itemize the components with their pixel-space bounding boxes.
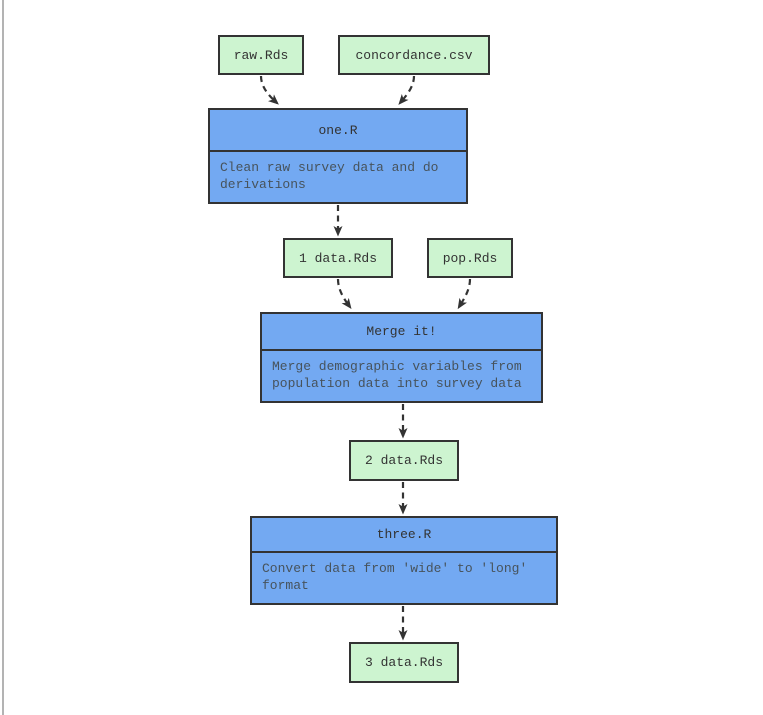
node-step-one-description-text: Clean raw survey data and do derivations (220, 160, 439, 192)
node-step-merge: Merge it! Merge demographic variables fr… (260, 312, 543, 403)
node-step-one-description: Clean raw survey data and do derivations (210, 152, 466, 202)
node-pop-rds: pop.Rds (427, 238, 513, 278)
node-2-data-rds: 2 data.Rds (349, 440, 459, 481)
node-pop-rds-label: pop.Rds (442, 250, 498, 266)
node-step-one: one.R Clean raw survey data and do deriv… (208, 108, 468, 204)
node-step-merge-description: Merge demographic variables from populat… (262, 351, 541, 401)
edge-data1-to-merge (336, 278, 352, 310)
node-raw-rds-label: raw.Rds (233, 47, 289, 63)
edge-pop-to-merge (457, 278, 472, 310)
node-concordance-csv-label: concordance.csv (355, 47, 473, 63)
edge-raw-to-one (259, 75, 279, 105)
node-1-data-rds-label: 1 data.Rds (298, 250, 377, 266)
edge-concordance-to-one (398, 75, 416, 105)
node-step-three: three.R Convert data from 'wide' to 'lon… (250, 516, 558, 605)
node-step-three-title: three.R (252, 518, 556, 554)
node-step-three-description: Convert data from 'wide' to 'long' forma… (252, 553, 556, 603)
node-3-data-rds: 3 data.Rds (349, 642, 459, 683)
node-step-three-description-text: Convert data from 'wide' to 'long' forma… (262, 561, 528, 594)
node-1-data-rds: 1 data.Rds (283, 238, 393, 278)
node-raw-rds: raw.Rds (218, 35, 304, 75)
node-step-merge-title: Merge it! (262, 314, 541, 352)
node-3-data-rds-label: 3 data.Rds (364, 655, 443, 670)
node-2-data-rds-label: 2 data.Rds (364, 453, 443, 468)
node-concordance-csv: concordance.csv (338, 35, 490, 75)
page-left-border (2, 0, 4, 715)
node-step-merge-description-text: Merge demographic variables from populat… (272, 359, 522, 392)
node-step-one-title: one.R (210, 110, 466, 152)
